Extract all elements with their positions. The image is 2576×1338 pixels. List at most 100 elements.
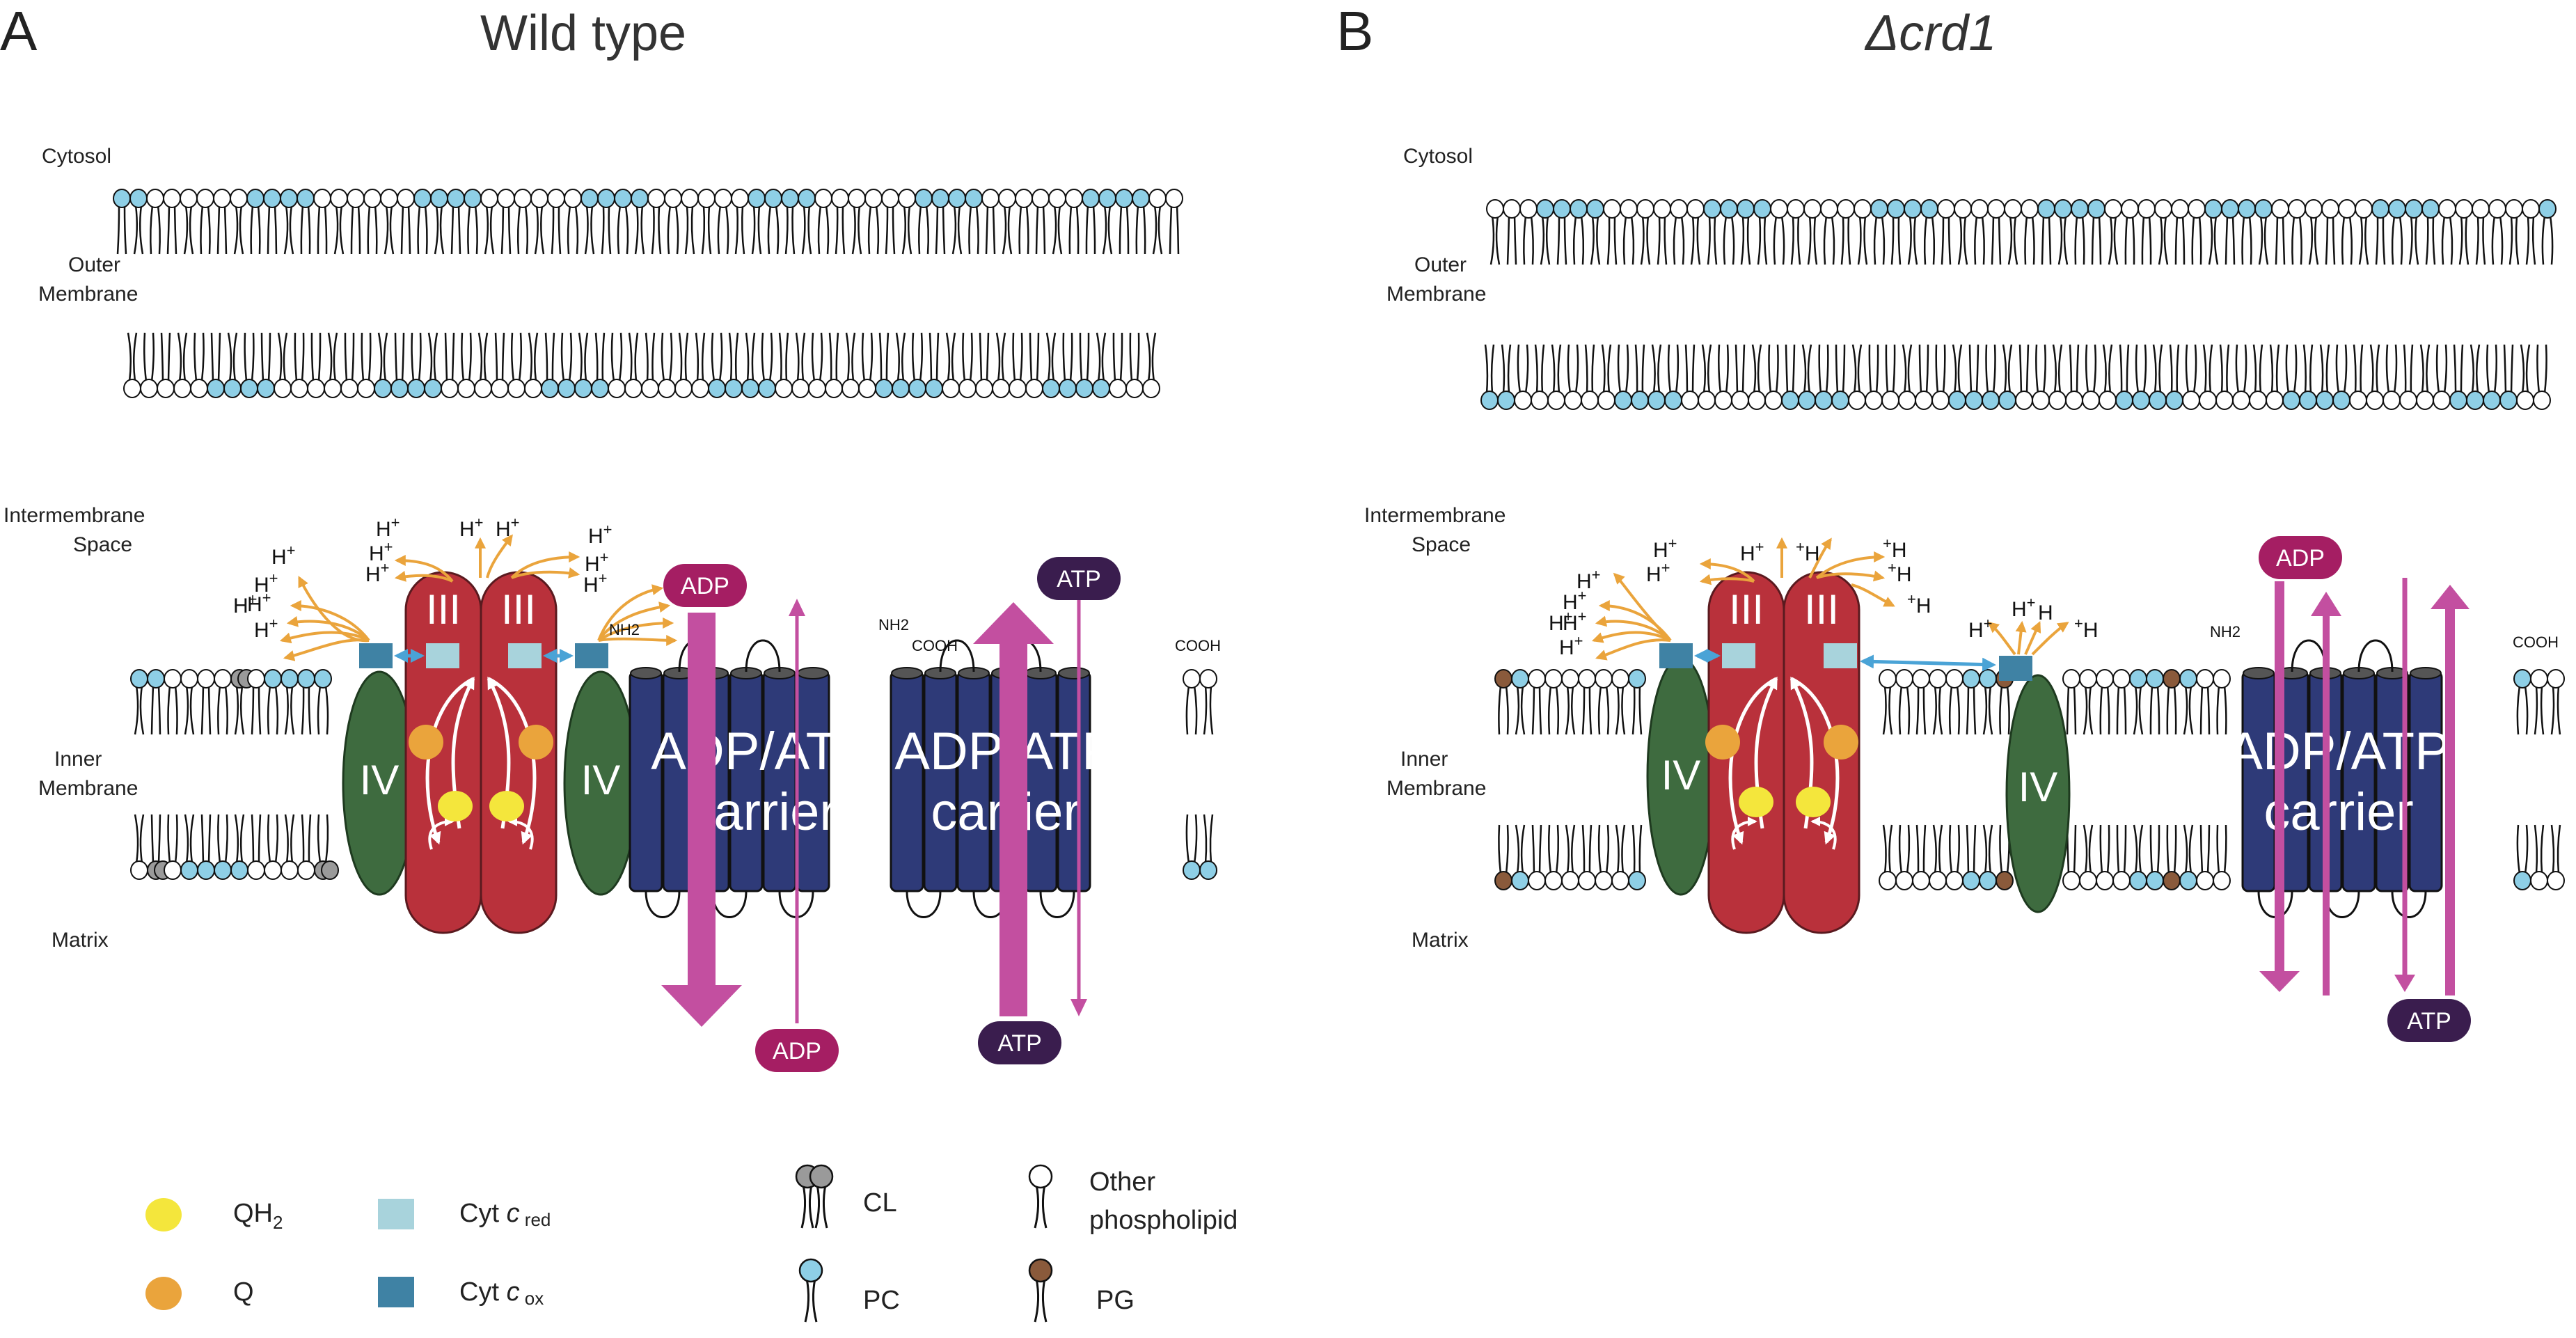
phospholipid xyxy=(1075,332,1093,398)
phospholipid xyxy=(1486,199,1504,265)
phospholipid xyxy=(624,332,642,398)
intermembrane-space-label-1: Intermembrane xyxy=(1364,504,1506,527)
phospholipid xyxy=(2299,344,2317,410)
phospholipid xyxy=(2305,199,2323,265)
phospholipid xyxy=(413,189,432,255)
phospholipid xyxy=(246,189,264,255)
adp-badge-label: ADP xyxy=(773,1038,821,1064)
transmembrane-helix xyxy=(762,670,797,892)
phospholipid xyxy=(164,669,182,735)
phospholipid xyxy=(507,332,526,398)
phospholipid xyxy=(2488,199,2506,265)
phospholipid xyxy=(363,189,381,255)
phospholipid xyxy=(741,332,759,398)
inner-membrane-label-2: Membrane xyxy=(1386,777,1486,800)
phospholipid xyxy=(2349,344,2367,410)
phospholipid xyxy=(981,189,999,255)
phospholipid xyxy=(998,189,1016,255)
phospholipid xyxy=(2530,824,2548,890)
phospholipid xyxy=(708,332,726,398)
h-plus-label: H+ xyxy=(1563,608,1587,635)
phospholipid xyxy=(1887,199,1905,265)
phospholipid xyxy=(2405,199,2423,265)
complex-iii-label: III xyxy=(1729,586,1764,633)
complex-iii-label: III xyxy=(426,586,461,633)
phospholipid xyxy=(1015,189,1033,255)
phospholipid xyxy=(374,332,392,398)
phospholipid xyxy=(881,189,899,255)
transmembrane-helix xyxy=(2341,670,2376,892)
h-plus-label: H+ xyxy=(588,521,613,548)
qh2-molecule xyxy=(1796,787,1831,817)
phospholipid xyxy=(2221,199,2239,265)
helix-top xyxy=(797,667,829,679)
transport-arrows-b xyxy=(2259,578,2470,995)
phospholipid xyxy=(1561,824,1579,890)
phospholipid xyxy=(2146,669,2164,735)
h-plus-label: H+ xyxy=(459,514,484,541)
phospholipid xyxy=(1183,814,1201,880)
proton-arrows-b xyxy=(1591,537,2069,661)
complex-iv-label: IV xyxy=(2018,764,2058,810)
phospholipid xyxy=(2048,344,2067,410)
phospholipid xyxy=(163,189,181,255)
phospholipid xyxy=(514,189,532,255)
phospholipid xyxy=(1748,344,1766,410)
phospholipid xyxy=(1937,199,1955,265)
phospholipid xyxy=(2138,199,2156,265)
phospholipid xyxy=(1636,199,1654,265)
phospholipid xyxy=(1815,344,1833,410)
phospholipid xyxy=(1042,332,1060,398)
phospholipid xyxy=(1628,669,1646,735)
phospholipid xyxy=(1511,824,1529,890)
outer-membrane-label-1: Outer xyxy=(1414,253,1467,276)
phospholipid xyxy=(1998,344,2016,410)
phospholipid xyxy=(2129,669,2147,735)
phospholipid xyxy=(831,189,849,255)
phospholipid xyxy=(424,332,442,398)
phospholipid xyxy=(1183,669,1201,735)
phospholipid xyxy=(480,189,498,255)
phospholipid xyxy=(1511,669,1529,735)
transmembrane-helix xyxy=(956,670,991,892)
phospholipid xyxy=(390,332,409,398)
phospholipid xyxy=(1595,669,1613,735)
phospholipid xyxy=(307,332,325,398)
phospholipid xyxy=(2099,344,2117,410)
legend-q-label: Q xyxy=(233,1277,254,1307)
phospholipid xyxy=(1142,332,1160,398)
h-plus-label: H+ xyxy=(271,542,296,569)
phospholipid xyxy=(1528,669,1546,735)
adp-badge-label: ADP xyxy=(681,573,729,599)
atp-badge xyxy=(978,1021,1061,1064)
phospholipid xyxy=(457,332,475,398)
q-cycle-arrow xyxy=(1810,817,1837,850)
adp-badge-label: ADP xyxy=(2276,545,2325,572)
phospholipid xyxy=(2062,669,2080,735)
panel-b-letter: B xyxy=(1336,0,1373,62)
matrix-label: Matrix xyxy=(52,929,109,952)
transmembrane-helix xyxy=(1057,670,1091,892)
h-plus-label: H+ xyxy=(1549,608,1573,635)
phospholipid xyxy=(1686,199,1705,265)
phospholipid xyxy=(1578,669,1596,735)
phospholipid xyxy=(2179,669,2197,735)
intermembrane-space-label-1: Intermembrane xyxy=(3,504,145,527)
phospholipid xyxy=(197,814,215,880)
badges-a: ADP ATP ADP ATP xyxy=(663,557,1121,1072)
h-plus-label: H+ xyxy=(369,538,393,565)
helix-top xyxy=(2410,667,2442,679)
h-plus-label: H+ xyxy=(254,569,278,597)
phospholipid xyxy=(1698,344,1716,410)
phospholipid xyxy=(1979,669,1997,735)
h-plus-label: H+ xyxy=(1563,587,1587,614)
phospholipid xyxy=(1059,332,1077,398)
phospholipid xyxy=(1132,189,1150,255)
legend-cl-label: CL xyxy=(863,1188,897,1218)
atp-badge xyxy=(1037,557,1121,600)
phospholipid xyxy=(1503,199,1521,265)
phospholipid xyxy=(1620,199,1638,265)
cyt-c-red xyxy=(1824,643,1857,668)
phospholipid xyxy=(1544,669,1563,735)
phospholipid xyxy=(130,814,148,880)
